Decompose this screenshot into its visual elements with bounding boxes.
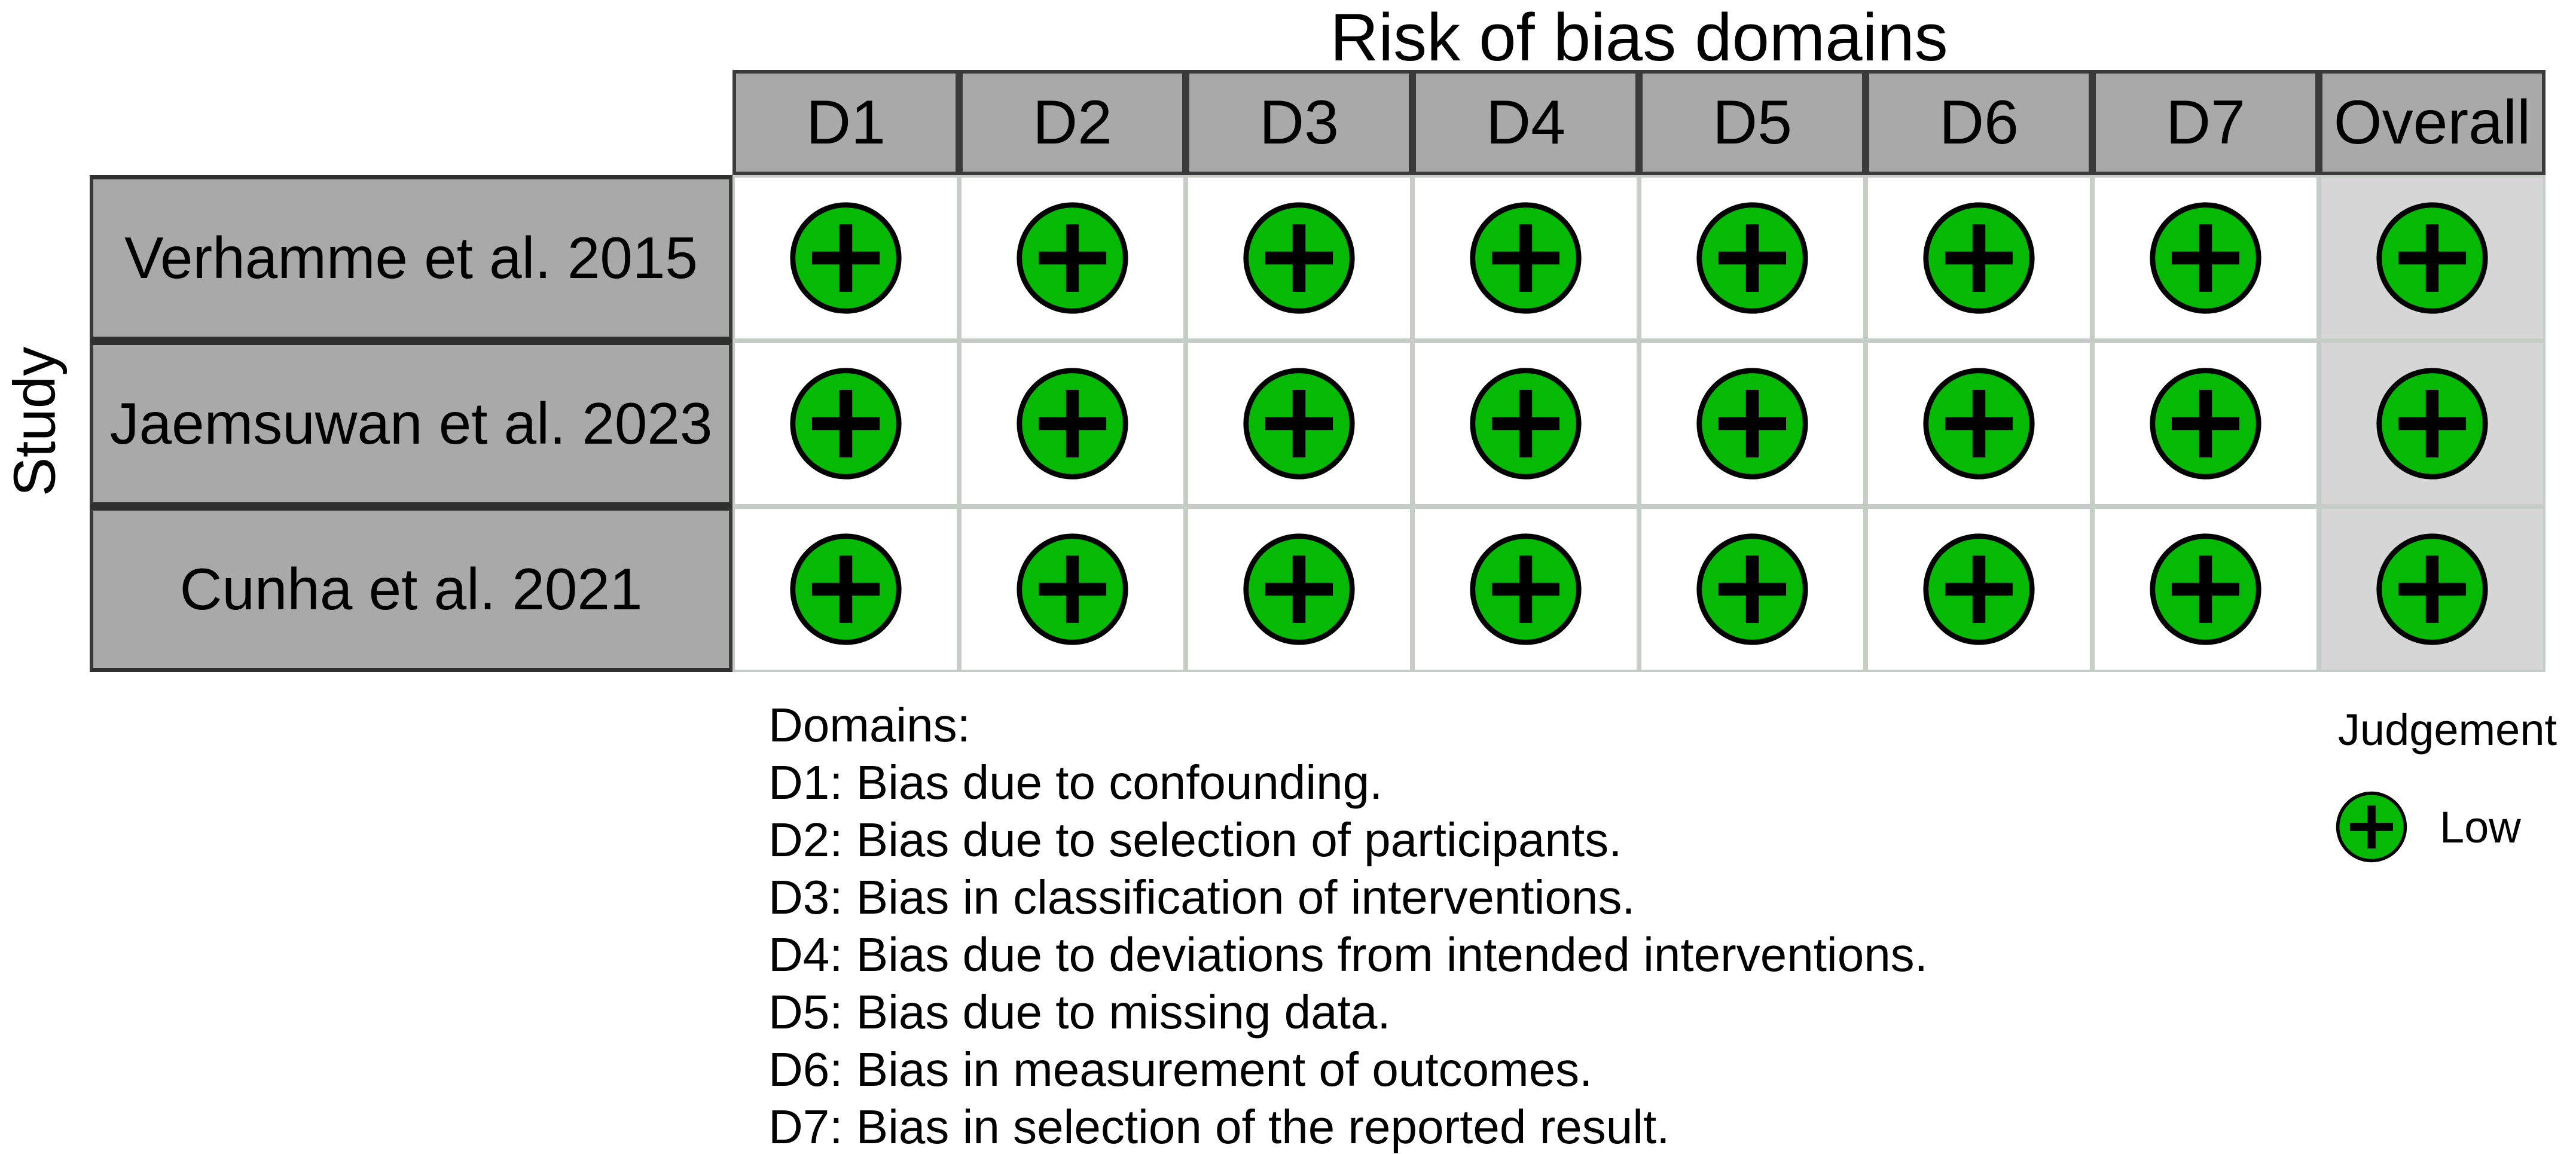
judgement-cell-overall <box>2319 506 2546 672</box>
judgement-cell-d4 <box>1412 175 1639 341</box>
footnote-line: D6: Bias in measurement of outcomes. <box>768 1043 1593 1096</box>
table-corner-spacer <box>90 70 732 175</box>
footnote-line: D7: Bias in selection of the reported re… <box>768 1100 1670 1153</box>
judgement-legend-title: Judgement <box>2337 705 2557 755</box>
column-header-d7: D7 <box>2092 70 2319 175</box>
judgement-cell-d7 <box>2092 506 2319 672</box>
judgement-cell-d6 <box>1866 175 2092 341</box>
judgement-cell-d3 <box>1186 175 1412 341</box>
low-risk-plus-icon <box>1923 368 2035 480</box>
low-risk-plus-icon <box>2336 791 2407 863</box>
judgement-cell-overall <box>2319 341 2546 506</box>
judgement-legend-item-label: Low <box>2440 802 2521 852</box>
judgement-cell-d6 <box>1866 341 2092 506</box>
low-risk-plus-icon <box>1696 368 1808 480</box>
footnote-line: D2: Bias due to selection of participant… <box>768 813 1622 866</box>
column-header-d1: D1 <box>732 70 959 175</box>
judgement-cell-d3 <box>1186 341 1412 506</box>
low-risk-plus-icon <box>1923 202 2035 314</box>
low-risk-plus-icon <box>1470 533 1582 645</box>
judgement-cell-d5 <box>1639 175 1866 341</box>
low-risk-plus-icon <box>1243 202 1355 314</box>
judgement-cell-d6 <box>1866 506 2092 672</box>
column-header-d2: D2 <box>959 70 1186 175</box>
judgement-cell-d7 <box>2092 175 2319 341</box>
judgement-cell-d4 <box>1412 506 1639 672</box>
judgement-cell-d2 <box>959 341 1186 506</box>
domain-footnotes: Domains:D1: Bias due to confounding.D2: … <box>768 697 1928 1154</box>
row-label-study: Cunha et al. 2021 <box>90 506 732 672</box>
low-risk-plus-icon <box>790 368 902 480</box>
low-risk-plus-icon <box>790 202 902 314</box>
judgement-cell-d3 <box>1186 506 1412 672</box>
footnote-line: D3: Bias in classification of interventi… <box>768 871 1635 924</box>
judgement-cell-d2 <box>959 175 1186 341</box>
low-risk-plus-icon <box>1017 202 1128 314</box>
judgement-cell-d5 <box>1639 506 1866 672</box>
low-risk-plus-icon <box>1017 368 1128 480</box>
low-risk-plus-icon <box>1017 533 1128 645</box>
low-risk-plus-icon <box>2150 202 2261 314</box>
low-risk-plus-icon <box>1696 533 1808 645</box>
low-risk-plus-icon <box>1470 368 1582 480</box>
low-risk-plus-icon <box>1923 533 2035 645</box>
low-risk-plus-icon <box>2150 533 2261 645</box>
column-header-d6: D6 <box>1866 70 2092 175</box>
judgement-legend-item: Low <box>2319 790 2576 864</box>
judgement-legend: Judgement Low <box>2319 704 2576 864</box>
footnote-line: Domains: <box>768 698 970 752</box>
row-label-study: Verhamme et al. 2015 <box>90 175 732 341</box>
judgement-cell-d7 <box>2092 341 2319 506</box>
column-header-d4: D4 <box>1412 70 1639 175</box>
column-header-d5: D5 <box>1639 70 1866 175</box>
column-header-overall: Overall <box>2319 70 2546 175</box>
footnote-line: D4: Bias due to deviations from intended… <box>768 928 1928 981</box>
low-risk-plus-icon <box>1696 202 1808 314</box>
judgement-cell-d1 <box>732 341 959 506</box>
footnote-line: D5: Bias due to missing data. <box>768 985 1391 1039</box>
low-risk-plus-icon <box>2376 368 2488 480</box>
low-risk-plus-icon <box>1243 368 1355 480</box>
judgement-cell-d1 <box>732 175 959 341</box>
y-axis-label-study: Study <box>1 346 68 497</box>
low-risk-plus-icon <box>2376 533 2488 645</box>
chart-title: Risk of bias domains <box>1330 0 1948 75</box>
judgement-cell-d5 <box>1639 341 1866 506</box>
row-label-study: Jaemsuwan et al. 2023 <box>90 341 732 506</box>
judgement-cell-d4 <box>1412 341 1639 506</box>
low-risk-plus-icon <box>1470 202 1582 314</box>
judgement-cell-overall <box>2319 175 2546 341</box>
low-risk-plus-icon <box>790 533 902 645</box>
judgement-cell-d1 <box>732 506 959 672</box>
low-risk-plus-icon <box>1243 533 1355 645</box>
judgement-legend-items: Low <box>2319 790 2576 864</box>
low-risk-plus-icon <box>2376 202 2488 314</box>
low-risk-plus-icon <box>2150 368 2261 480</box>
column-header-d3: D3 <box>1186 70 1412 175</box>
judgement-cell-d2 <box>959 506 1186 672</box>
footnote-line: D1: Bias due to confounding. <box>768 756 1383 809</box>
